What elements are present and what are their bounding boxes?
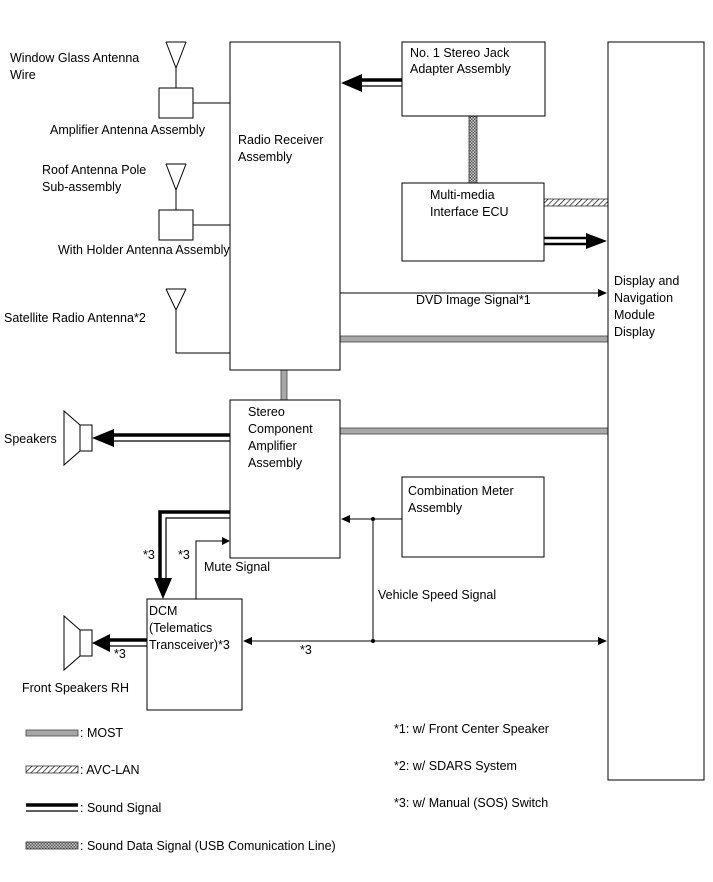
svg-text:: MOST: : MOST: [80, 726, 123, 740]
most-line-amp-display: [339, 427, 609, 435]
roof-antenna-label-2: Sub-assembly: [42, 180, 122, 194]
dvd-signal-arrow: [340, 289, 607, 297]
svg-text:Assembly: Assembly: [408, 501, 463, 515]
note-marker-speed: *3: [300, 643, 312, 657]
legend-sound-data-signal: : Sound Data Signal (USB Comunication Li…: [25, 839, 336, 853]
footnote-3: *3: w/ Manual (SOS) Switch: [394, 796, 548, 810]
speakers-icon: [63, 409, 93, 467]
window-glass-antenna-label-2: Wire: [10, 68, 36, 82]
speakers-label: Speakers: [4, 432, 57, 446]
combination-meter-assembly: Combination Meter Assembly: [401, 476, 545, 558]
vehicle-speed-signal-label: Vehicle Speed Signal: [378, 588, 496, 602]
front-speakers-label: Front Speakers RH: [22, 681, 129, 695]
svg-text:Radio Receiver: Radio Receiver: [238, 133, 323, 147]
svg-text:Module: Module: [614, 308, 655, 322]
svg-text:Amplifier: Amplifier: [248, 439, 297, 453]
satellite-radio-antenna: [165, 288, 187, 312]
vehicle-speed-signal-lines: [243, 515, 607, 645]
svg-text:Assembly: Assembly: [238, 150, 293, 164]
note-marker-front-speakers: *3: [114, 647, 126, 661]
legend-avc-lan: : AVC-LAN: [25, 763, 140, 777]
svg-text:Stereo: Stereo: [248, 405, 285, 419]
most-line-radio-amp: [280, 369, 288, 401]
svg-text:: Sound Signal: : Sound Signal: [80, 801, 161, 815]
svg-text:: Sound Data Signal (USB Comun: : Sound Data Signal (USB Comunication Li…: [80, 839, 336, 853]
footnote-1: *1: w/ Front Center Speaker: [394, 722, 549, 736]
svg-text:(Telematics: (Telematics: [149, 621, 212, 635]
footnotes: *1: w/ Front Center Speaker *2: w/ SDARS…: [394, 722, 549, 810]
dvd-signal-label: DVD Image Signal*1: [416, 293, 531, 307]
multimedia-interface-ecu: Multi-media Interface ECU: [401, 182, 545, 262]
sound-arrow-jack-radio: [341, 74, 402, 92]
legend: : MOST : AVC-LAN : Sound Signal : Sound …: [25, 726, 336, 853]
usb-line-jack-ecu: [468, 115, 478, 184]
svg-text:Multi-media: Multi-media: [430, 188, 495, 202]
svg-text:No. 1 Stereo Jack: No. 1 Stereo Jack: [410, 46, 510, 60]
legend-sound-signal: : Sound Signal: [26, 801, 161, 815]
svg-text:Display: Display: [614, 325, 656, 339]
radio-receiver-assembly: Radio Receiver Assembly: [229, 41, 341, 371]
amplifier-antenna-box: [158, 87, 194, 119]
window-glass-antenna-label: Window Glass Antenna: [10, 51, 139, 65]
sound-arrow-amp-speakers: [92, 429, 230, 447]
holder-antenna-label: With Holder Antenna Assembly: [58, 243, 230, 257]
mute-signal-line: [195, 537, 230, 599]
holder-antenna-box: [158, 209, 194, 241]
sound-arrow-dcm-front-speakers: [92, 634, 147, 652]
svg-text:Component: Component: [248, 422, 313, 436]
window-glass-antenna: [165, 41, 187, 70]
avc-lan-line-ecu-display: [543, 198, 609, 207]
footnote-2: *2: w/ SDARS System: [394, 759, 517, 773]
front-speakers-icon: [63, 614, 93, 672]
dcm-telematics-transceiver: DCM (Telematics Transceiver)*3: [146, 598, 243, 711]
amplifier-antenna-label: Amplifier Antenna Assembly: [50, 123, 206, 137]
svg-text:DCM: DCM: [149, 604, 177, 618]
svg-text:Combination Meter: Combination Meter: [408, 484, 514, 498]
note-marker-mute: *3: [178, 548, 190, 562]
satellite-antenna-label: Satellite Radio Antenna*2: [4, 311, 146, 325]
satellite-antenna-wire: [175, 310, 230, 354]
legend-most: : MOST: [25, 726, 123, 740]
roof-antenna-label: Roof Antenna Pole: [42, 163, 146, 177]
note-marker-sound: *3: [143, 548, 155, 562]
mute-signal-label: Mute Signal: [204, 560, 270, 574]
stereo-component-amplifier: Stereo Component Amplifier Assembly: [229, 399, 341, 559]
svg-text:Adapter Assembly: Adapter Assembly: [410, 62, 511, 76]
most-line-radio-display: [339, 335, 609, 343]
svg-text:Transceiver)*3: Transceiver)*3: [149, 638, 230, 652]
svg-text:Navigation: Navigation: [614, 291, 673, 305]
sound-line-amp-dcm: [154, 510, 230, 599]
display-navigation-module: Display and Navigation Module Display: [607, 41, 705, 781]
roof-antenna-pole: [165, 163, 187, 192]
svg-text:: AVC-LAN: : AVC-LAN: [80, 763, 140, 777]
stereo-jack-adapter-assembly: No. 1 Stereo Jack Adapter Assembly: [401, 41, 546, 117]
svg-text:Interface ECU: Interface ECU: [430, 205, 509, 219]
svg-text:Assembly: Assembly: [248, 456, 303, 470]
sound-arrow-ecu-display: [544, 233, 607, 249]
svg-text:Display and: Display and: [614, 274, 679, 288]
